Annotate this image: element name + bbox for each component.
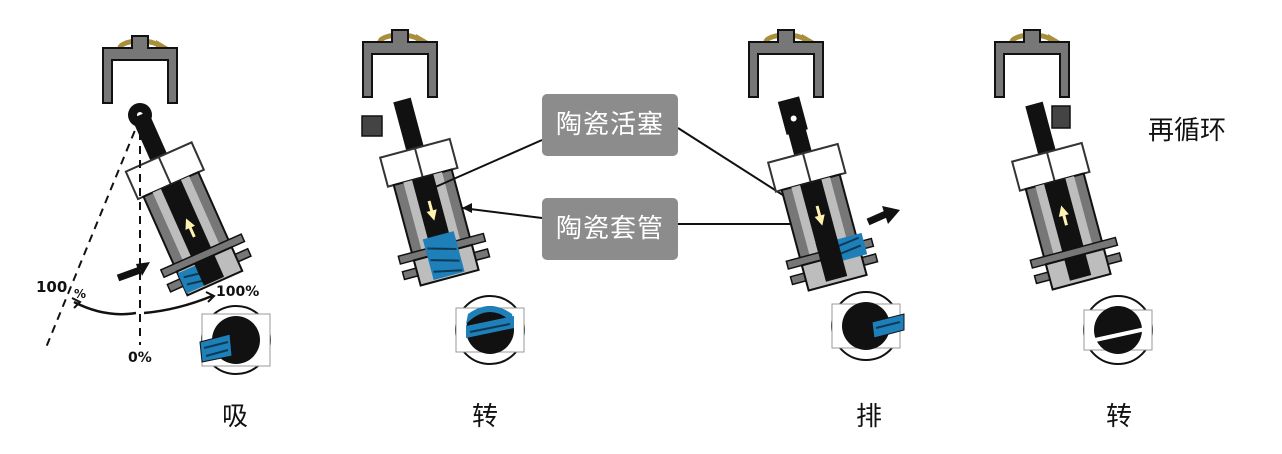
pump-assembly-2 [378,97,491,287]
flow-arrow-icon [866,206,900,226]
pump-assembly-1 [124,103,252,297]
stage-turn-2 [994,29,1153,365]
flow-arrow-icon [118,262,150,278]
label-turn-2: 转 [1106,402,1133,432]
stage-discharge [748,29,905,361]
leader-lines [423,127,806,225]
callout-ceramic-sleeve: 陶瓷套管 [542,198,678,260]
piston-pin-block-4 [1051,105,1071,129]
cross-section-4 [1083,295,1153,365]
piston-pin-block-2 [361,115,383,137]
pct-left-sign: % [74,287,86,301]
angle-arc-right [143,294,213,315]
callout-ceramic-piston: 陶瓷活塞 [542,94,678,156]
label-recycle: 再循环 [1148,116,1227,146]
cross-section-2 [455,295,525,365]
pct-right: 100% [216,284,259,300]
label-discharge: 排 [856,402,883,432]
angle-arc-left [73,300,137,316]
pct-zero: 0% [128,350,152,366]
label-turn-1: 转 [472,402,499,432]
cross-section-1 [199,305,271,375]
pump-assembly-3 [766,96,879,292]
stage-intake: 100 % 100% 0% [36,35,271,375]
pct-left-num: 100 [36,278,67,296]
label-intake: 吸 [222,402,249,432]
pump-assembly-4 [1010,101,1123,291]
cross-section-3 [831,291,905,361]
stage-turn-1 [361,29,525,365]
